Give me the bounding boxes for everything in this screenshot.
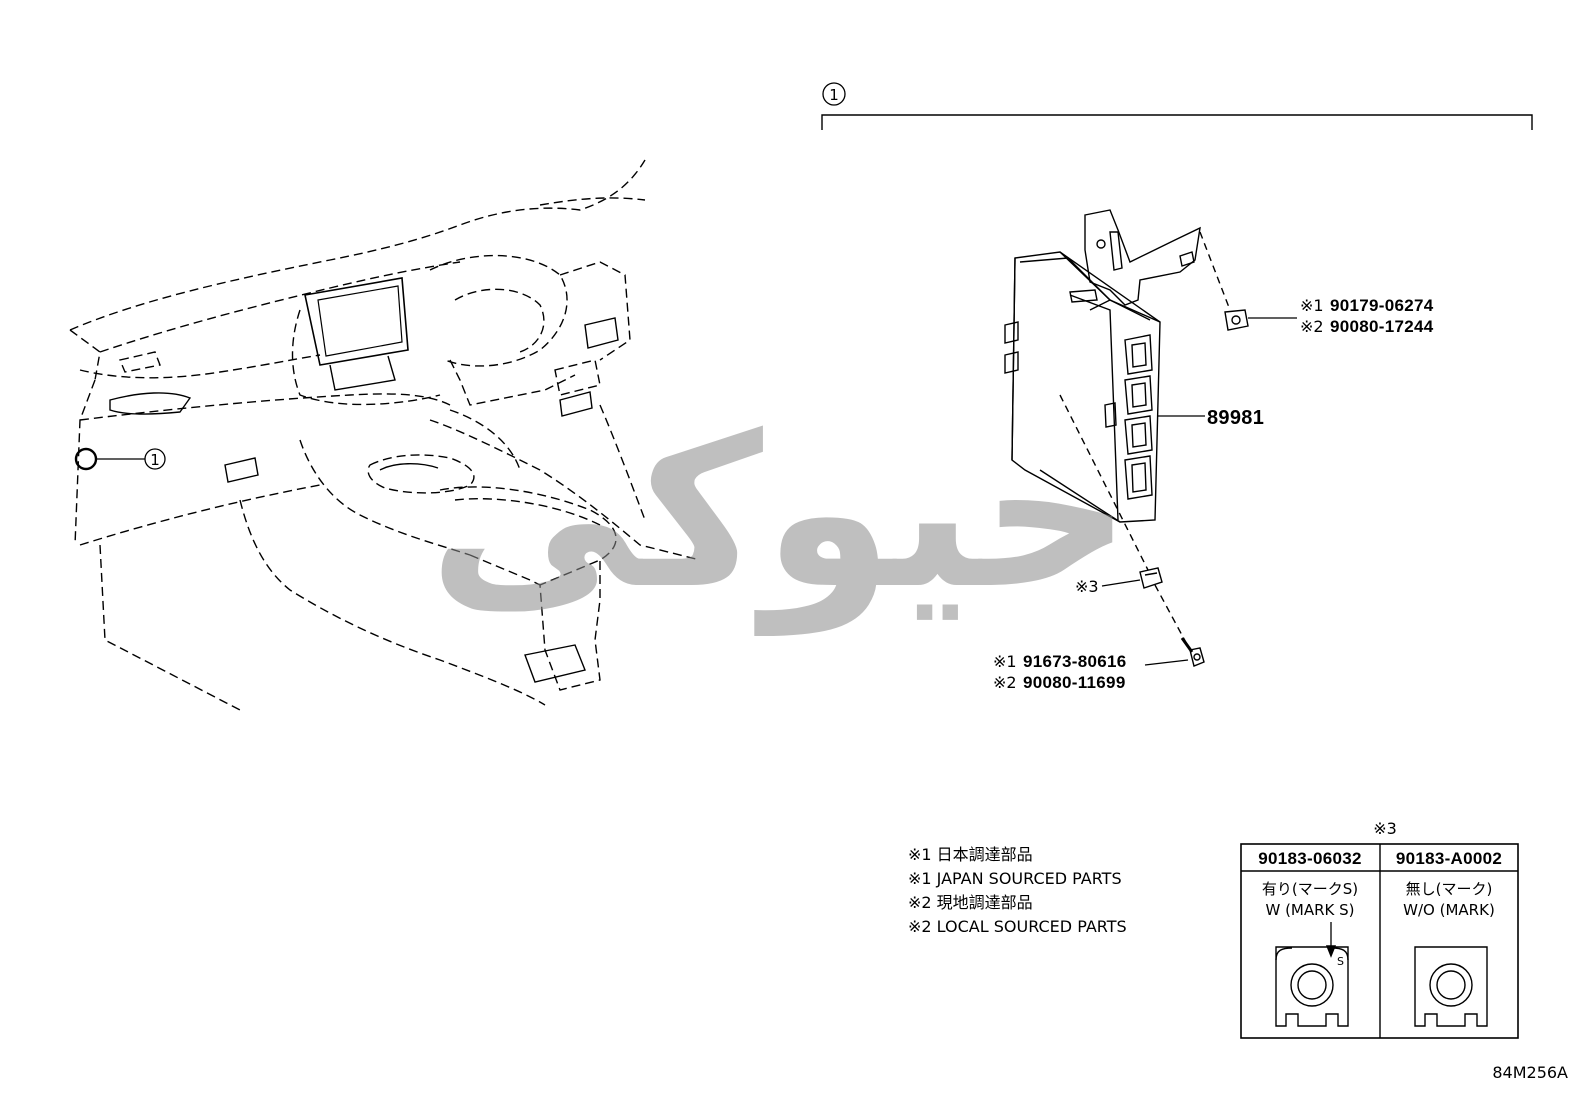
nut-part-2: 90080-17244 — [1330, 317, 1434, 336]
table-col1-desc-en: W (MARK S) — [1265, 901, 1354, 919]
callout-circle-left — [144, 448, 166, 470]
footnote-4: ※2 LOCAL SOURCED PARTS — [908, 917, 1127, 936]
part-number-main: 89981 — [1207, 407, 1264, 429]
table-col2-desc-en: W/O (MARK) — [1403, 901, 1495, 919]
nut-mark-2: ※2 — [1300, 317, 1324, 336]
footnote-2: ※1 JAPAN SOURCED PARTS — [908, 869, 1122, 888]
ecu-module-illustration — [1004, 209, 1249, 667]
table-col2-desc-jp: 無し(マーク) — [1406, 880, 1493, 898]
table-col1-part: 90183-06032 — [1258, 849, 1362, 868]
bolt-mark-2: ※2 — [993, 673, 1017, 692]
callout-left: 1 — [97, 448, 166, 470]
clip-with-mark-icon — [1275, 922, 1349, 1027]
clip-without-mark-icon — [1414, 946, 1488, 1027]
callout-number-left: 1 — [150, 451, 160, 469]
clip-mark: ※3 — [1075, 577, 1099, 596]
footnotes: ※1 日本調達部品 ※1 JAPAN SOURCED PARTS ※2 現地調達… — [908, 845, 1127, 936]
watermark-logo: حیوکی — [428, 390, 1131, 636]
callout-circle-top — [822, 82, 846, 106]
table-col1-desc-jp: 有り(マークS) — [1262, 880, 1358, 898]
bolt-part-2: 90080-11699 — [1023, 673, 1126, 692]
nut-part-1: 90179-06274 — [1330, 296, 1434, 315]
diagram-code: 84M256A — [1492, 1063, 1568, 1082]
table-title: ※3 — [1373, 819, 1397, 838]
part-labels: ※1 90179-06274 ※2 90080-17244 89981 ※3 ※… — [993, 296, 1434, 692]
mark-s-letter: S — [1337, 955, 1344, 968]
bolt-mark-1: ※1 — [993, 652, 1017, 671]
footnote-3: ※2 現地調達部品 — [908, 893, 1033, 912]
callout-number-top: 1 — [829, 86, 839, 104]
nut-mark-1: ※1 — [1300, 296, 1324, 315]
footnote-1: ※1 日本調達部品 — [908, 845, 1033, 864]
dashboard-illustration — [69, 159, 701, 711]
bolt-part-1: 91673-80616 — [1023, 652, 1127, 671]
table-col2-part: 90183-A0002 — [1396, 849, 1502, 868]
clip-variant-table: ※3 90183-06032 90183-A0002 有り(マークS) W (M… — [1240, 819, 1519, 1039]
group-bracket: 1 — [821, 82, 1533, 130]
